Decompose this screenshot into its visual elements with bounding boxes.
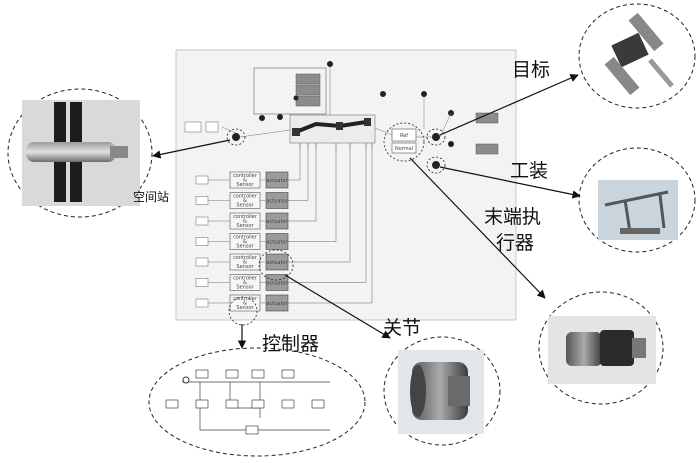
input-block — [195, 298, 209, 308]
controller-block-text: & — [243, 260, 247, 266]
controller-block-text: controller — [233, 214, 258, 220]
actuator-block-text: actuator — [266, 199, 288, 205]
label-joint: 关节 — [383, 317, 422, 339]
arm-block — [289, 114, 376, 144]
controller-block-text: & — [243, 198, 247, 204]
callout-arrows — [152, 74, 581, 349]
label-fixture: 工装 — [510, 160, 549, 182]
controller-block-text: controller — [233, 255, 258, 261]
controller-block-text: Sensor — [236, 244, 254, 250]
input-block — [195, 237, 209, 246]
controller-block-text: & — [243, 178, 247, 184]
controller-block-text: & — [243, 239, 247, 245]
input-block — [195, 216, 209, 226]
controller-block-text: controller — [233, 194, 258, 200]
input-block — [195, 278, 209, 287]
input-block — [195, 175, 209, 185]
actuator-block-text: actuator — [266, 240, 288, 246]
callout-space-station — [7, 88, 153, 218]
callout-target — [578, 3, 696, 109]
actuator-block-text: actuator — [266, 178, 288, 184]
actuator-block-text: actuator — [266, 281, 288, 287]
controller-block-text: controller — [233, 173, 258, 179]
controller-rows: controller&Sensoractuatorcontroller&Sens… — [195, 150, 373, 312]
controller-block-text: Sensor — [236, 305, 254, 311]
actuator-block-text: actuator — [266, 301, 288, 307]
controller-block-text: controller — [233, 296, 258, 302]
controller-block-text: Sensor — [236, 223, 254, 229]
actuator-block-text: actuator — [266, 260, 288, 266]
controller-block-text: Sensor — [236, 285, 254, 291]
ee-block-normal: Normal — [395, 146, 413, 152]
controller-block-text: Sensor — [236, 182, 254, 188]
model-canvas: Ref Normal controller&Sensoractuatorcont… — [175, 49, 517, 321]
controller-block-text: & — [243, 219, 247, 225]
label-target: 目标 — [512, 59, 551, 81]
controller-block-text: & — [243, 280, 247, 286]
controller-block-text: Sensor — [236, 203, 254, 209]
ee-block-ref: Ref — [400, 133, 408, 139]
actuator-block-text: actuator — [266, 219, 288, 225]
input-block — [195, 257, 209, 267]
controller-block-text: controller — [233, 276, 258, 282]
controller-block-text: & — [243, 301, 247, 307]
callout-end-effector — [538, 291, 664, 405]
controller-block-text: controller — [233, 235, 258, 241]
input-block — [195, 196, 209, 205]
label-space-station: 空间站 — [133, 190, 170, 204]
label-end-effector-2: 行器 — [496, 232, 535, 254]
label-controller: 控制器 — [262, 333, 320, 355]
callout-joint — [383, 336, 501, 446]
callout-fixture — [578, 147, 696, 253]
controller-block-text: Sensor — [236, 264, 254, 270]
label-end-effector-1: 末端执 — [484, 206, 542, 228]
callout-controller — [148, 347, 366, 457]
